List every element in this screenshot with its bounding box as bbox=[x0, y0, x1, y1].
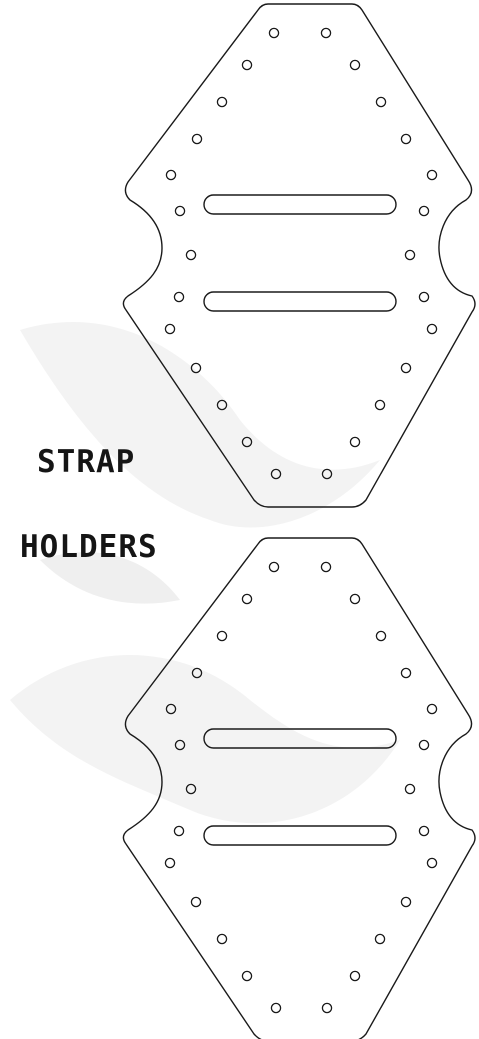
stitch-hole bbox=[173, 825, 185, 837]
stitch-hole bbox=[418, 291, 430, 303]
stitch-hole bbox=[426, 703, 438, 715]
stitch-hole bbox=[375, 630, 387, 642]
stitch-hole bbox=[320, 561, 332, 573]
stitch-hole bbox=[321, 468, 333, 480]
stitch-hole bbox=[426, 857, 438, 869]
stitch-hole bbox=[426, 169, 438, 181]
stitch-hole bbox=[268, 561, 280, 573]
stitch-hole bbox=[164, 323, 176, 335]
stitch-hole bbox=[374, 399, 386, 411]
stitch-hole bbox=[400, 362, 412, 374]
stitch-hole bbox=[190, 896, 202, 908]
stitch-hole bbox=[216, 399, 228, 411]
strap-slot bbox=[203, 728, 397, 749]
stitch-hole bbox=[400, 896, 412, 908]
bottom-part-outline bbox=[122, 537, 476, 1039]
stitch-hole bbox=[349, 970, 361, 982]
stitch-hole bbox=[418, 825, 430, 837]
stitch-hole bbox=[270, 468, 282, 480]
stitch-hole bbox=[216, 96, 228, 108]
stitch-hole bbox=[164, 857, 176, 869]
strap-slot bbox=[203, 194, 397, 215]
stitch-hole bbox=[426, 323, 438, 335]
stitch-hole bbox=[185, 249, 197, 261]
stitch-hole bbox=[191, 667, 203, 679]
stitch-hole bbox=[173, 291, 185, 303]
stitch-hole bbox=[241, 436, 253, 448]
holders-label: HOLDERS bbox=[20, 529, 158, 565]
stitch-hole bbox=[165, 169, 177, 181]
stitch-hole bbox=[349, 59, 361, 71]
stitch-hole bbox=[165, 703, 177, 715]
stitch-hole bbox=[418, 739, 430, 751]
stitch-hole bbox=[404, 783, 416, 795]
stitch-hole bbox=[375, 96, 387, 108]
top-part-outline bbox=[122, 3, 476, 508]
stitch-hole bbox=[418, 205, 430, 217]
stitch-hole bbox=[241, 59, 253, 71]
stitch-hole bbox=[241, 593, 253, 605]
stitch-hole bbox=[185, 783, 197, 795]
stitch-hole bbox=[400, 133, 412, 145]
stitch-hole bbox=[241, 970, 253, 982]
stitch-hole bbox=[190, 362, 202, 374]
stitch-hole bbox=[191, 133, 203, 145]
stitch-hole bbox=[400, 667, 412, 679]
stitch-hole bbox=[349, 593, 361, 605]
stitch-hole bbox=[270, 1002, 282, 1014]
stitch-hole bbox=[174, 739, 186, 751]
strap-holder-part-top bbox=[122, 3, 476, 508]
stitch-hole bbox=[404, 249, 416, 261]
stitch-hole bbox=[374, 933, 386, 945]
stitch-hole bbox=[321, 1002, 333, 1014]
stitch-hole bbox=[216, 933, 228, 945]
stitch-hole bbox=[268, 27, 280, 39]
strap-slot bbox=[203, 291, 397, 312]
stitch-hole bbox=[320, 27, 332, 39]
strap-holder-part-bottom bbox=[122, 537, 476, 1039]
strap-slot bbox=[203, 825, 397, 846]
stitch-hole bbox=[349, 436, 361, 448]
strap-label: STRAP bbox=[37, 444, 136, 480]
stitch-hole bbox=[216, 630, 228, 642]
stitch-hole bbox=[174, 205, 186, 217]
